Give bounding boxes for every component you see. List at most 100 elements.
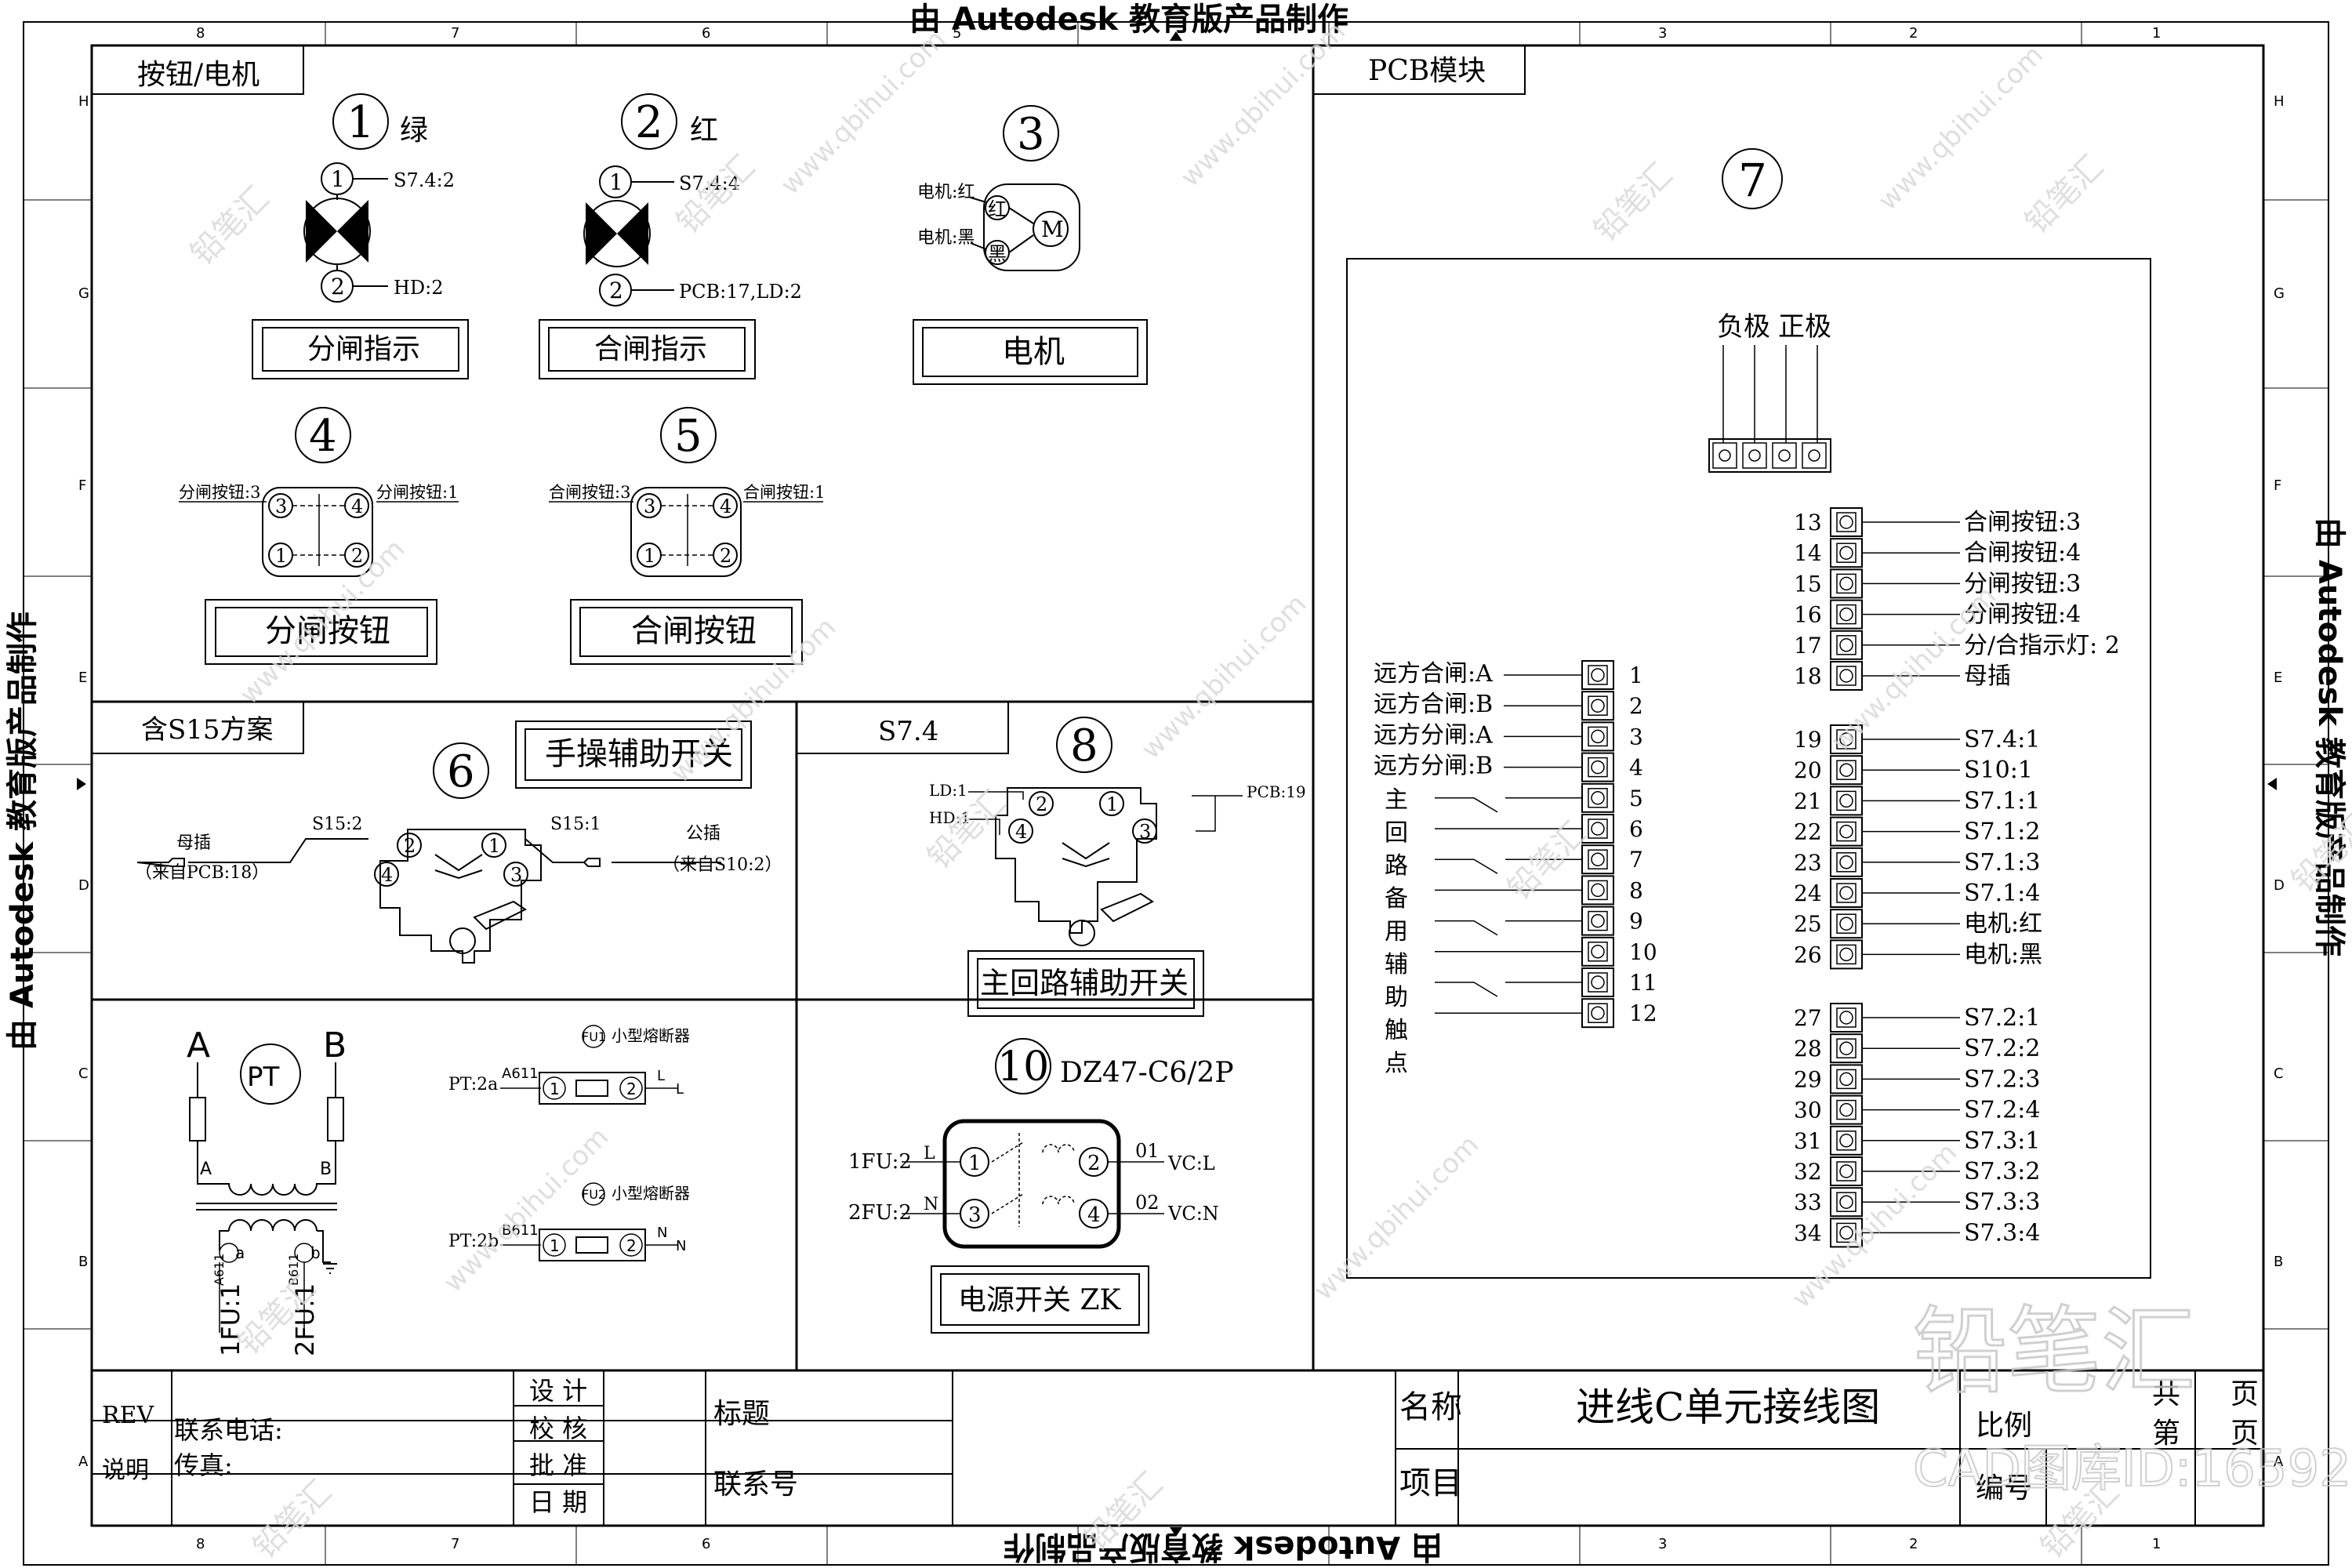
component-8-main-aux-switch: 8 LD:1 HD:1 PCB:19 2 1 4 3 主回路辅助开关 [929,717,1306,1017]
pin-number: 3 [510,864,522,886]
terminal-screw [1839,1072,1853,1087]
pin-number: 4 [720,495,731,517]
terminal-socket [1836,543,1857,563]
pin-number: 34 [1794,1220,1822,1246]
terminal-socket [1836,790,1857,811]
pin-number: 14 [1794,540,1822,566]
watermark-brand: 铅笔汇 [184,180,276,272]
desc-label: 说明 [102,1457,149,1484]
fuse-output: L [676,1081,684,1098]
drawing-name: 进线C单元接线图 [1576,1385,1880,1430]
pin-label: 母插 [1964,662,2011,690]
terminal-screw [1839,1195,1853,1209]
connector-source: （来自S10:2） [662,855,782,875]
pin-number: 4 [1087,1203,1101,1227]
component-number: 6 [447,746,475,797]
winding-label: A [200,1160,212,1179]
pin-label: 合闸按钮:3 [549,483,630,502]
pin-number: 2 [351,545,363,567]
terminal-screw [1591,883,1605,898]
terminal-socket [1588,665,1608,685]
phase-label: A [187,1025,210,1065]
ruler-ticks [24,22,2328,1565]
pin-number: 2 [1036,793,1047,815]
outer-frame [23,21,2329,1566]
fuse-group: FU1 小型熔断器 PT:2a A611 1 2 L L FU2 小型熔断器 P… [448,1025,690,1261]
terminal-screw [1839,669,1853,683]
wire-color: 黑 [988,243,1007,265]
check-label: 校 核 [529,1414,587,1443]
vertical-label-char: 用 [1385,918,1408,946]
winding-label: B [320,1160,332,1179]
pin-label: S7.2:2 [1964,1035,2040,1062]
terminal-socket [1588,972,1608,993]
pin-label: S7.3:4 [1964,1219,2040,1247]
watermark-brand: 铅笔汇 [670,149,762,241]
fuse-input: PT:2a [448,1075,498,1094]
component-number: 1 [347,97,375,148]
ruler-col-label: 6 [702,1536,710,1552]
fuse-id: FU2 [582,1187,606,1202]
pin-number: 15 [1794,571,1822,597]
pin-label: 电机:黑 [1964,941,2042,968]
section-tab-buttons-motor: 按钮/电机 [91,45,304,95]
pin-number: 1 [550,1236,560,1255]
component-number: 4 [309,411,337,462]
pin-number: 1 [275,545,287,567]
pin-number: 24 [1794,880,1822,906]
terminal-socket [1588,942,1608,962]
pin-number: 10 [1629,939,1657,965]
title-label: 标题 [713,1398,770,1430]
component-number: 10 [997,1044,1049,1091]
ruler-col-label: 6 [702,25,710,42]
output-target: VC:N [1167,1203,1219,1225]
ruler-row-label: B [2274,1254,2283,1270]
output-label: 01 [1135,1140,1160,1162]
pcb-terminals: 123456789101112远方合闸:A远方合闸:B远方分闸:A远方分闸:B主… [1374,507,2120,1248]
fuse-name: 小型熔断器 [612,1184,690,1203]
motor-symbol: M [1041,216,1064,242]
terminal-socket [1588,818,1608,839]
pin-number: 30 [1794,1098,1822,1123]
watermark-site: www.qbihui.com [1174,16,1352,193]
terminal-socket [1836,760,1857,780]
number-label: 编号 [1976,1472,2032,1504]
terminal-socket [1836,1007,1857,1028]
terminal-socket [1836,573,1857,594]
pin-label: S7.2:1 [1964,1004,2040,1032]
fuse-id: FU1 [582,1029,606,1044]
pin-number: 1 [609,169,623,195]
section-tab-pcb: PCB模块 [1312,45,1526,95]
date-label: 日 期 [529,1487,587,1517]
component-2-red-lamp: 2 红 1 S7.4:4 2 PCB:17,LD:2 合闸指示 [539,93,802,379]
pin-number: 9 [1629,909,1643,935]
switch-model: DZ47-C6/2P [1060,1057,1234,1089]
pin-label: 分闸按钮:4 [1964,601,2081,629]
fuse-output-label: 2FU:1 [290,1283,320,1356]
terminal-screw [1839,1134,1853,1148]
winding-label: a [235,1243,245,1262]
vertical-label-char: 辅 [1385,951,1408,978]
pin-label: S7.1:1 [1964,787,2040,815]
wire-label: 电机:黑 [917,228,975,248]
component-6-manual-aux-switch: 6 手操辅助开关 母插 （来自PCB:18） S15:2 S15:1 公插 （来… [135,720,782,964]
pin-number: 3 [1139,821,1151,843]
ruler-row-label: D [78,877,89,894]
pin-label: 分闸按钮:3 [179,483,260,502]
section-tab-label: 按钮/电机 [137,59,260,91]
pin-number: 32 [1794,1159,1822,1185]
component-name: 主回路辅助开关 [980,966,1189,1000]
vertical-label-char: 助 [1385,984,1408,1011]
watermark-site: www.qbihui.com [1308,1129,1485,1306]
pin-number: 11 [1629,970,1657,996]
terminal-socket [1588,880,1608,901]
pin-label: 远方合闸:A [1374,660,1493,688]
pin-number: 28 [1794,1036,1822,1062]
phase-label: B [323,1025,347,1065]
pin-label: S7.4:4 [679,172,740,194]
terminal-socket [1836,512,1857,532]
vertical-label-char: 路 [1385,852,1408,880]
wire-label: S15:1 [550,815,601,834]
winding-label: b [310,1243,321,1262]
terminal-screw [1591,945,1605,959]
